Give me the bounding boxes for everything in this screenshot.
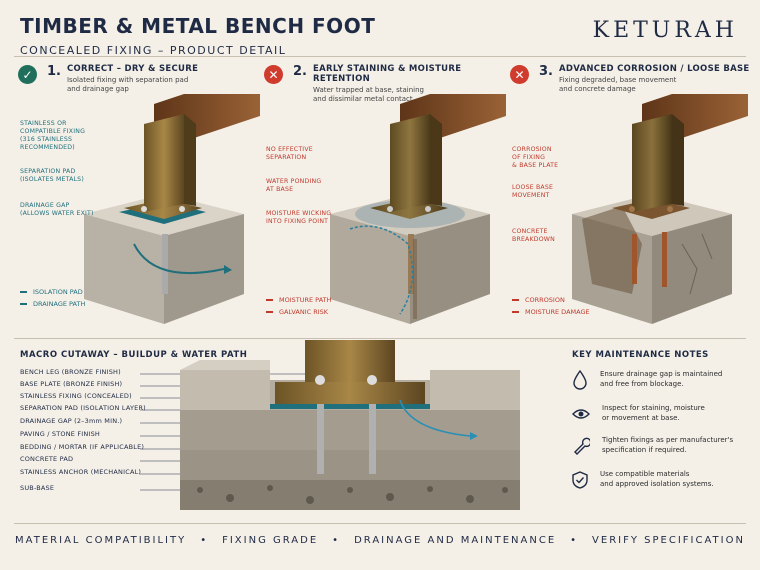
layer-label: CONCRETE PAD: [20, 455, 74, 463]
legend-item: MOISTURE PATH: [266, 296, 332, 304]
layer-label: BEDDING / MORTAR (IF APPLICABLE): [20, 443, 145, 451]
note-item: Tighten fixings as per manufacturer's sp…: [572, 436, 733, 456]
footer-separator: •: [570, 535, 579, 546]
callout: SEPARATION PAD (ISOLATES METALS): [20, 168, 84, 184]
panel-number: 3.: [539, 64, 553, 79]
callout: CORROSION OF FIXING & BASE PLATE: [512, 146, 559, 170]
panel-number: 2.: [293, 64, 307, 79]
layer-label: BENCH LEG (BRONZE FINISH): [20, 368, 121, 376]
footer-item: FIXING GRADE: [222, 535, 319, 546]
panel-header: ✓ 1. CORRECT – DRY & SECURE Isolated fix…: [18, 64, 198, 95]
callout: STAINLESS OR COMPATIBLE FIXING (316 STAI…: [20, 120, 86, 152]
callout: CONCRETE BREAKDOWN: [512, 228, 555, 244]
panel-description: Isolated fixing with separation pad and …: [66, 76, 189, 94]
panel-early-staining: ✕ 2. EARLY STAINING & MOISTURE RETENTION…: [260, 64, 506, 334]
layer-label: DRAINAGE GAP (2–3mm MIN.): [20, 417, 123, 425]
note-item: Use compatible materials and approved is…: [572, 470, 714, 490]
footer-separator: •: [200, 535, 209, 546]
panel-correct: ✓ 1. CORRECT – DRY & SECURE Isolated fix…: [14, 64, 260, 334]
panel-advanced-corrosion: ✕ 3. ADVANCED CORROSION / LOOSE BASE Fix…: [506, 64, 752, 334]
footer-item: VERIFY SPECIFICATION: [592, 535, 745, 546]
callout: NO EFFECTIVE SEPARATION: [266, 146, 313, 162]
x-icon: ✕: [510, 65, 529, 84]
footer-item: DRAINAGE AND MAINTENANCE: [354, 535, 557, 546]
macro-cutaway-illustration: [140, 340, 520, 510]
header-divider: [14, 56, 746, 57]
section-divider: [14, 338, 746, 339]
check-icon: ✓: [18, 65, 37, 84]
note-item: Ensure drainage gap is maintained and fr…: [572, 370, 722, 390]
panel-title: CORRECT – DRY & SECURE: [66, 64, 199, 74]
legend-item: GALVANIC RISK: [266, 308, 328, 316]
layer-label: SEPARATION PAD (ISOLATION LAYER): [20, 404, 146, 412]
eye-icon: [572, 409, 590, 419]
legend-item: DRAINAGE PATH: [20, 300, 85, 308]
callout: WATER PONDING AT BASE: [266, 178, 322, 194]
shield-check-icon: [572, 471, 588, 489]
wrench-icon: [574, 437, 590, 455]
layer-label: SUB-BASE: [20, 484, 55, 492]
footer-separator: •: [332, 535, 341, 546]
legend-item: CORROSION: [512, 296, 565, 304]
callout: DRAINAGE GAP (ALLOWS WATER EXIT): [20, 202, 94, 218]
maintenance-notes: KEY MAINTENANCE NOTES Ensure drainage ga…: [572, 350, 747, 489]
legend-item: ISOLATION PAD: [20, 288, 83, 296]
layer-label: STAINLESS ANCHOR (MECHANICAL): [20, 468, 142, 476]
bench-foot-illustration: [330, 94, 506, 324]
panel-title: EARLY STAINING & MOISTURE RETENTION: [312, 64, 462, 84]
panel-header: ✕ 3. ADVANCED CORROSION / LOOSE BASE Fix…: [510, 64, 750, 95]
notes-title: KEY MAINTENANCE NOTES: [572, 350, 709, 360]
callout: LOOSE BASE MOVEMENT: [512, 184, 554, 200]
page-title: TIMBER & METAL BENCH FOOT: [20, 14, 376, 38]
macro-title: MACRO CUTAWAY – BUILDUP & WATER PATH: [20, 350, 248, 360]
panel-description: Fixing degraded, base movement and concr…: [558, 76, 677, 94]
water-drop-icon: [573, 370, 587, 390]
layer-label: STAINLESS FIXING (CONCEALED): [20, 392, 132, 400]
panel-description: Water trapped at base, staining and diss…: [312, 86, 424, 104]
panel-header: ✕ 2. EARLY STAINING & MOISTURE RETENTION…: [264, 64, 506, 105]
layer-label: BASE PLATE (BRONZE FINISH): [20, 380, 123, 388]
brand-logo: KETURAH: [592, 18, 738, 43]
layer-label: PAVING / STONE FINISH: [20, 430, 101, 438]
legend-item: MOISTURE DAMAGE: [512, 308, 590, 316]
x-icon: ✕: [264, 65, 283, 84]
panel-title: ADVANCED CORROSION / LOOSE BASE: [558, 64, 750, 74]
footer: MATERIAL COMPATIBILITY • FIXING GRADE • …: [14, 535, 746, 546]
footer-divider: [14, 523, 746, 524]
bench-foot-illustration: [572, 94, 748, 324]
footer-item: MATERIAL COMPATIBILITY: [15, 535, 187, 546]
callout: MOISTURE WICKING INTO FIXING POINT: [266, 210, 332, 226]
page-subtitle: CONCEALED FIXING – PRODUCT DETAIL: [20, 44, 287, 57]
bench-foot-illustration: [84, 94, 260, 324]
header: TIMBER & METAL BENCH FOOT CONCEALED FIXI…: [20, 14, 375, 57]
panel-number: 1.: [47, 64, 61, 79]
note-item: Inspect for staining, moisture or moveme…: [572, 404, 705, 424]
